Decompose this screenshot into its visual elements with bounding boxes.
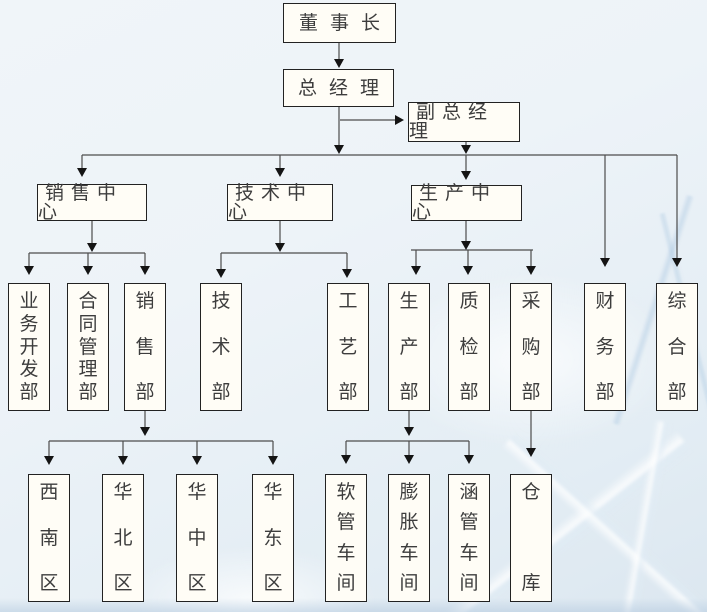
node-sales-dept: 销售部 bbox=[124, 283, 166, 411]
connector-lines bbox=[28, 43, 678, 457]
node-warehouse: 仓库 bbox=[510, 474, 552, 602]
node-craft-dept: 工艺部 bbox=[327, 283, 369, 411]
node-culvert-pipe-workshop: 涵管车间 bbox=[448, 474, 490, 602]
node-purchasing-dept: 采购部 bbox=[510, 283, 552, 411]
node-hose-workshop: 软管车间 bbox=[325, 474, 367, 602]
node-sales-center: 销售中心 bbox=[37, 183, 147, 221]
node-southwest-region: 西南区 bbox=[28, 474, 70, 602]
node-east-china-region: 华东区 bbox=[252, 474, 294, 602]
node-deputy-general-manager: 副总经理 bbox=[408, 102, 520, 142]
node-production-center: 生产中心 bbox=[411, 184, 522, 222]
node-production-dept: 生产部 bbox=[388, 283, 430, 411]
node-quality-inspection-dept: 质检部 bbox=[448, 283, 490, 411]
node-north-china-region: 华北区 bbox=[102, 474, 144, 602]
node-general-manager: 总 经 理 bbox=[283, 69, 394, 107]
node-chairman: 董 事 长 bbox=[283, 3, 396, 43]
node-tech-center: 技术中心 bbox=[227, 183, 333, 221]
node-technology-dept: 技术部 bbox=[200, 283, 242, 411]
node-business-development-dept: 业务开发部 bbox=[8, 283, 50, 411]
node-expansion-workshop: 膨胀车间 bbox=[388, 474, 430, 602]
node-contract-management-dept: 合同管理部 bbox=[67, 283, 109, 411]
node-finance-dept: 财务部 bbox=[584, 283, 626, 411]
node-central-china-region: 华中区 bbox=[176, 474, 218, 602]
node-general-affairs-dept: 综合部 bbox=[656, 283, 698, 411]
